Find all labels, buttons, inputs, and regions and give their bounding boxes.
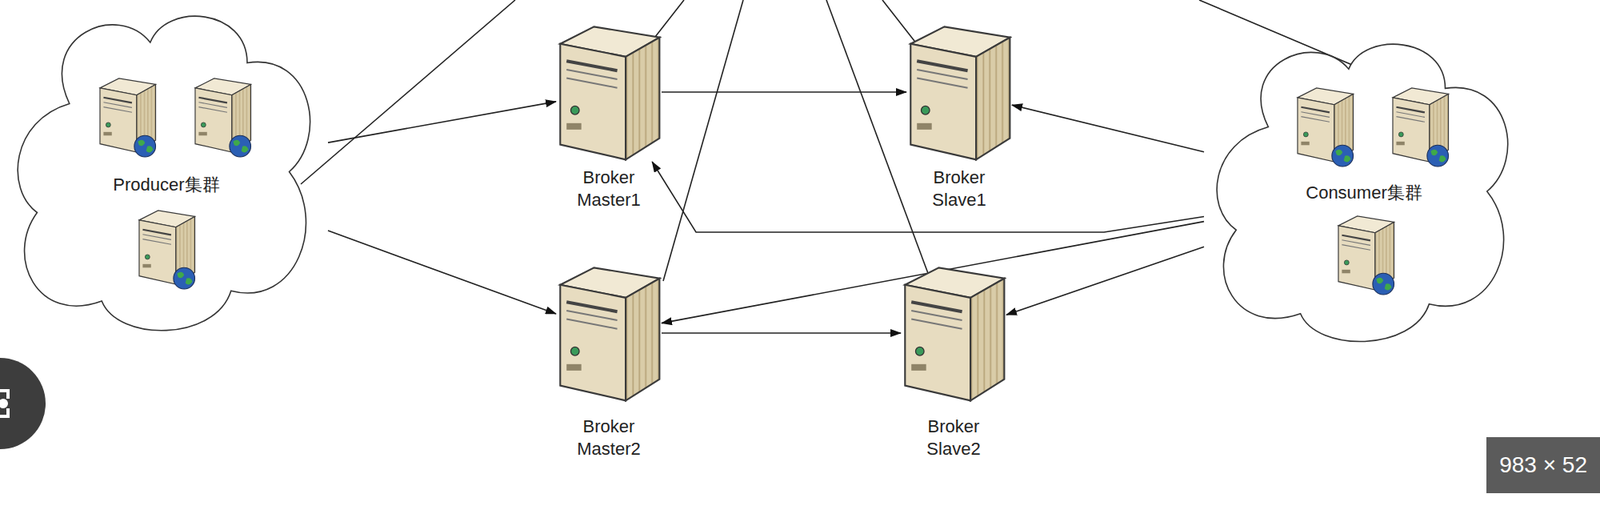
connector-arrow [328,101,556,143]
server-icon [556,263,662,403]
cluster-cloud: Consumer集群 [1204,30,1526,352]
connector-arrow [328,230,556,314]
server-icon [556,22,662,162]
server-icon [900,263,1007,403]
host-icon [1295,85,1355,169]
cluster-label: Consumer集群 [1303,181,1424,204]
connector-arrow [652,161,1204,232]
host-icon [1390,85,1450,169]
connector-arrow [661,332,901,334]
nameserver-link [300,0,516,184]
connector-arrow [661,91,907,93]
lens-icon [0,357,46,449]
host-icon [1336,213,1396,297]
size-badge: 983 × 52 [1486,436,1600,493]
host-icon [136,208,196,292]
broker-server: Broker Slave2 [900,263,1007,403]
cluster-label: Producer集群 [110,173,222,196]
connector-arrow [1006,246,1204,315]
host-icon [97,76,157,160]
broker-server: Broker Master1 [556,22,662,162]
broker-label: Broker Master2 [574,415,643,460]
broker-server: Broker Slave1 [906,22,1012,162]
broker-label: Broker Slave1 [929,166,988,212]
broker-server: Broker Master2 [556,263,662,403]
cloud-outline [4,1,328,342]
broker-label: Broker Slave2 [924,415,983,460]
broker-label: Broker Master1 [574,166,643,212]
connector-arrow [1012,104,1204,152]
host-icon [192,76,252,160]
server-icon [906,22,1012,162]
cluster-cloud: Producer集群 [4,1,328,342]
nameserver-link [663,0,744,281]
